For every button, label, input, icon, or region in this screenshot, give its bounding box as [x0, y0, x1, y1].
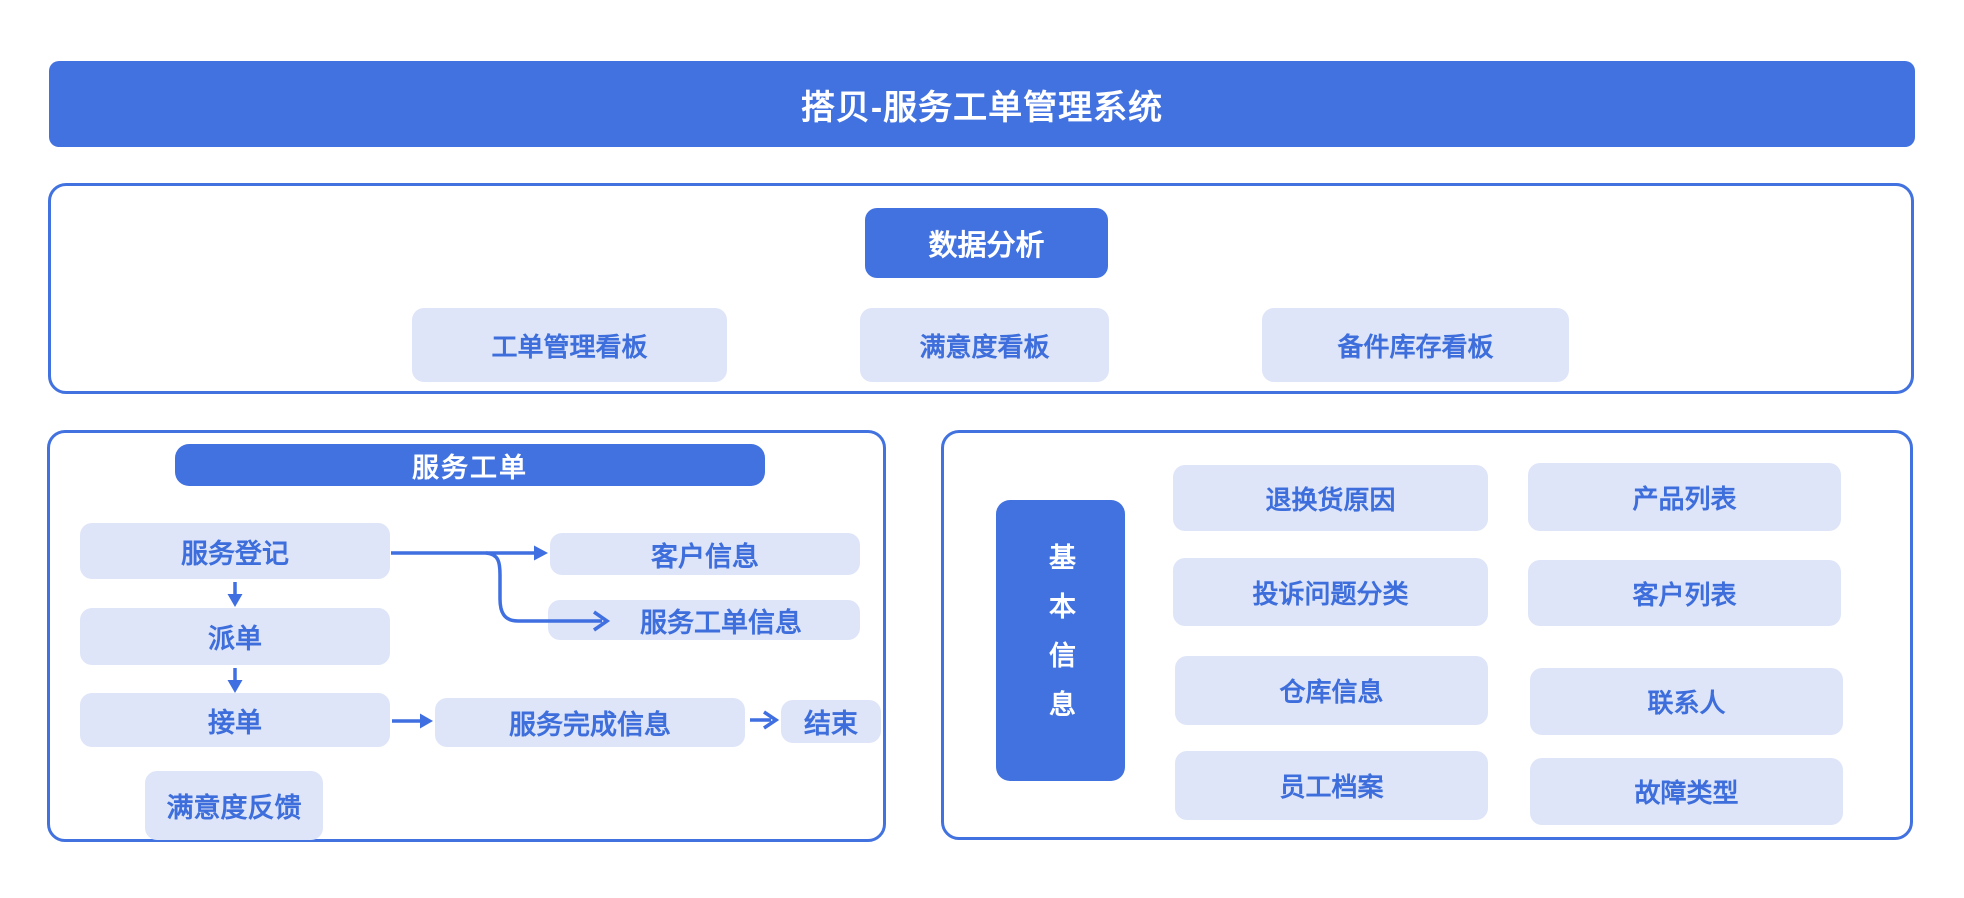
customer-info-node[interactable]: 客户信息 — [550, 533, 860, 575]
arrowhead-accept — [227, 680, 243, 693]
complaint-category-label: 投诉问题分类 — [1252, 578, 1409, 609]
service-register-label: 服务登记 — [181, 538, 289, 569]
workorder-board-label: 工单管理看板 — [491, 331, 648, 362]
completion-info-node[interactable]: 服务完成信息 — [435, 698, 745, 747]
product-list-label: 产品列表 — [1632, 483, 1737, 514]
page-title: 搭贝-服务工单管理系统 — [800, 88, 1164, 127]
app-title-bar: 搭贝-服务工单管理系统 — [49, 61, 1915, 147]
spare-parts-board-label: 备件库存看板 — [1337, 331, 1494, 362]
complaint-category-card[interactable]: 投诉问题分类 — [1173, 558, 1488, 626]
return-reason-label: 退换货原因 — [1265, 484, 1396, 515]
basic-info-section: 基本信息 退换货原因 产品列表 投诉问题分类 客户列表 仓库信息 联系人 员工档… — [941, 430, 1913, 840]
end-label: 结束 — [804, 709, 858, 739]
customer-info-label: 客户信息 — [651, 541, 759, 572]
contact-person-label: 联系人 — [1647, 688, 1726, 718]
product-list-card[interactable]: 产品列表 — [1528, 463, 1841, 531]
warehouse-info-card[interactable]: 仓库信息 — [1175, 656, 1488, 725]
data-analysis-section: 数据分析 工单管理看板 满意度看板 备件库存看板 — [48, 183, 1914, 394]
ticket-info-node[interactable]: 服务工单信息 — [548, 600, 860, 640]
service-workorder-section: 服务工单 服务登记 派单 接单 满意度反馈 客户信息 服务工单信息 服务完成信息… — [47, 430, 886, 842]
customer-list-card[interactable]: 客户列表 — [1528, 560, 1841, 626]
workorder-board-card[interactable]: 工单管理看板 — [412, 308, 727, 382]
contact-person-card[interactable]: 联系人 — [1530, 668, 1843, 735]
basic-info-header-label: 基本信息 — [1045, 542, 1075, 739]
arrowhead-dispatch — [227, 594, 243, 607]
return-reason-card[interactable]: 退换货原因 — [1173, 465, 1488, 531]
ticket-info-label: 服务工单信息 — [640, 607, 802, 638]
data-analysis-header: 数据分析 — [865, 208, 1108, 278]
satisfaction-board-card[interactable]: 满意度看板 — [860, 308, 1109, 382]
dispatch-label: 派单 — [208, 624, 262, 654]
employee-file-label: 员工档案 — [1279, 772, 1384, 802]
satisfaction-feedback-node[interactable]: 满意度反馈 — [145, 771, 323, 840]
basic-info-header: 基本信息 — [996, 500, 1125, 781]
dispatch-node[interactable]: 派单 — [80, 608, 390, 665]
satisfaction-board-label: 满意度看板 — [919, 331, 1050, 362]
data-analysis-header-label: 数据分析 — [928, 230, 1045, 262]
fault-type-label: 故障类型 — [1634, 778, 1739, 808]
service-workorder-header-label: 服务工单 — [412, 452, 528, 483]
end-node[interactable]: 结束 — [781, 700, 881, 743]
accept-order-node[interactable]: 接单 — [80, 693, 390, 747]
arrowhead-completion-info — [420, 713, 433, 729]
service-workorder-header: 服务工单 — [175, 444, 765, 486]
arrowhead-customer-info — [534, 545, 548, 561]
customer-list-label: 客户列表 — [1632, 579, 1737, 610]
spare-parts-board-card[interactable]: 备件库存看板 — [1262, 308, 1569, 382]
fault-type-card[interactable]: 故障类型 — [1530, 758, 1843, 825]
employee-file-card[interactable]: 员工档案 — [1175, 751, 1488, 820]
satisfaction-feedback-label: 满意度反馈 — [166, 793, 302, 823]
arrowhead-end — [763, 710, 780, 730]
warehouse-info-label: 仓库信息 — [1279, 677, 1384, 707]
accept-order-label: 接单 — [208, 707, 262, 738]
completion-info-label: 服务完成信息 — [509, 710, 671, 740]
service-register-node[interactable]: 服务登记 — [80, 523, 390, 579]
